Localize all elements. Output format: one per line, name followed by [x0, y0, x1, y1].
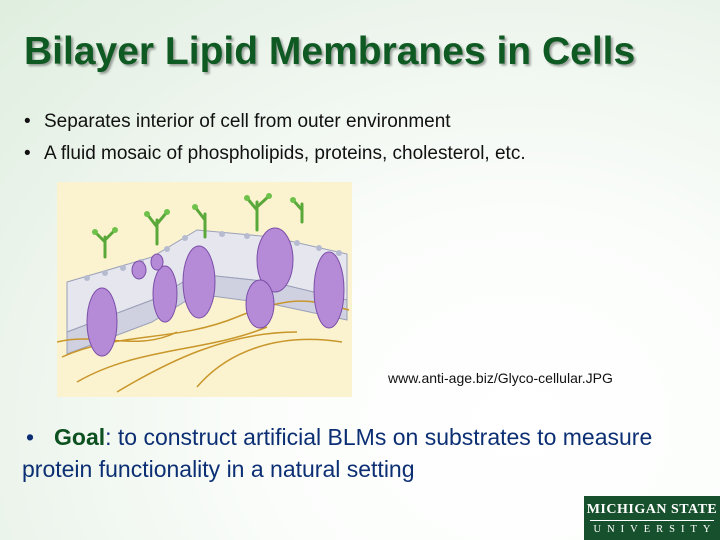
goal-term: Goal: [54, 424, 106, 450]
msu-logo: MICHIGAN STATE UNIVERSITY: [584, 496, 720, 540]
goal-text: : to construct artificial BLMs on substr…: [22, 424, 653, 482]
goal-statement: • Goal: to construct artificial BLMs on s…: [22, 421, 702, 485]
logo-line-2: UNIVERSITY: [593, 524, 717, 535]
membrane-illustration-svg: [57, 193, 350, 393]
slide-title: Bilayer Lipid Membranes in Cells: [24, 30, 636, 73]
membrane-illustration: [57, 182, 352, 397]
bullet-item: A fluid mosaic of phospholipids, protein…: [22, 142, 526, 166]
bullet-item: Separates interior of cell from outer en…: [22, 110, 526, 134]
goal-bullet: •: [26, 424, 35, 450]
logo-line-1: MICHIGAN STATE: [586, 502, 718, 517]
logo-divider: [590, 520, 714, 521]
image-caption: www.anti-age.biz/Glyco-cellular.JPG: [388, 370, 613, 386]
bullet-list: Separates interior of cell from outer en…: [22, 110, 526, 174]
